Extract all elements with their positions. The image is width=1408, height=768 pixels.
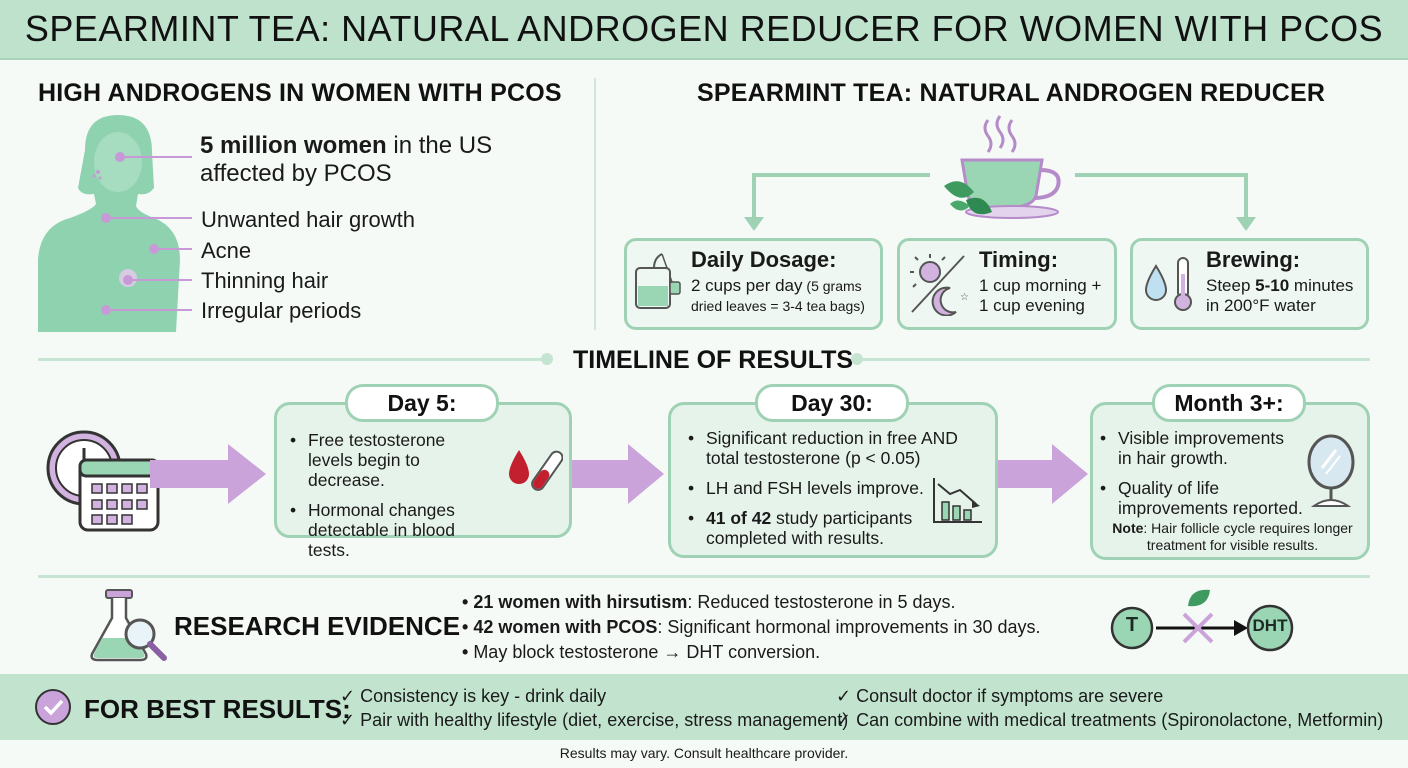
svg-text:☆: ☆	[960, 292, 969, 303]
symptom-connector-lines	[101, 152, 192, 315]
research-item-rest: : Significant hormonal improvements in 3…	[657, 617, 1041, 637]
tea-branch-arrows	[744, 173, 1256, 231]
brewing-text: Steep 5-10 minutes in 200°F water	[1206, 276, 1353, 316]
note-bold: Note	[1112, 520, 1144, 536]
list-item: Hormonal changes detectable in blood tes…	[290, 500, 490, 560]
lab-flask-magnifier-icon	[90, 589, 167, 662]
research-item-bold: 42 women with PCOS	[473, 617, 658, 637]
research-list: 21 women with hirsutism: Reduced testost…	[462, 590, 1041, 665]
page-title: SPEARMINT TEA: NATURAL ANDROGEN REDUCER …	[24, 8, 1384, 49]
research-heading: RESEARCH EVIDENCE	[174, 611, 461, 641]
stat-bold-text: 5 million women	[200, 132, 387, 159]
left-heading: HIGH ANDROGENS IN WOMEN WITH PCOS	[38, 79, 562, 107]
right-heading: SPEARMINT TEA: NATURAL ANDROGEN REDUCER	[697, 79, 1326, 107]
symptom-irregular-periods: Irregular periods	[201, 298, 362, 323]
dosage-line2: dried leaves = 3-4 tea bags)	[691, 298, 865, 314]
tea-cup-icon	[944, 115, 1061, 219]
footer-disclaimer: Results may vary. Consult healthcare pro…	[559, 745, 849, 761]
stat-rest-text: in the US	[386, 132, 493, 159]
timeline-dot-right	[851, 353, 863, 365]
dht-label: DHT	[1252, 616, 1288, 635]
timeline-dot-left	[541, 353, 553, 365]
research-item-rest: : Reduced testosterone in 5 days.	[687, 592, 956, 612]
research-item-bold: 21 women with hirsutism	[473, 592, 688, 612]
pcos-stat: 5 million women in the US affected by PC…	[200, 132, 492, 188]
brewing-line2: in 200°F water	[1206, 296, 1316, 315]
timing-title: Timing:	[979, 247, 1059, 272]
stage-day30-rest: study participants completed with result…	[706, 508, 913, 548]
dosage-title: Daily Dosage:	[691, 247, 837, 272]
t-to-dht-blocked-diagram	[1110, 589, 1294, 652]
list-item: Visible improvements in hair growth.	[1100, 428, 1300, 468]
best-item-consult: ✓ Consult doctor if symptoms are severe	[836, 686, 1164, 706]
best-results-heading: FOR BEST RESULTS:	[84, 694, 351, 724]
timeline-arrow-1	[150, 444, 266, 504]
list-item: Significant reduction in free AND total …	[688, 428, 988, 468]
list-item: Quality of life improvements reported.	[1100, 478, 1315, 518]
water-thermometer-icon	[1144, 257, 1192, 311]
timeline-arrow-2	[572, 444, 664, 504]
timeline-arrow-3	[996, 444, 1088, 504]
timing-line2: 1 cup evening	[979, 296, 1085, 315]
timing-line1: 1 cup morning +	[979, 276, 1102, 295]
stage-day30-label: Day 30:	[755, 384, 909, 422]
stage-day5-label: Day 5:	[345, 384, 499, 422]
brewing-line1-a: Steep	[1206, 276, 1256, 295]
symptom-hair-growth: Unwanted hair growth	[201, 207, 416, 232]
timeline-heading: TIMELINE OF RESULTS	[573, 346, 854, 374]
stage-month3-label: Month 3+:	[1152, 384, 1306, 422]
best-item-lifestyle: ✓ Pair with healthy lifestyle (diet, exe…	[340, 710, 849, 730]
blood-test-icon	[509, 450, 563, 491]
best-item-consistency: ✓ Consistency is key - drink daily	[340, 686, 607, 706]
dosage-line1-small: (5 grams	[802, 278, 862, 294]
list-item: LH and FSH levels improve.	[688, 478, 928, 498]
declining-chart-icon	[933, 478, 982, 523]
research-item: May block testosterone → DHT conversion.	[462, 640, 1041, 665]
stage-month3-note: Note: Hair follicle cycle requires longe…	[1100, 520, 1365, 554]
clock-calendar-icon	[46, 430, 160, 532]
research-item-rest: May block testosterone → DHT conversion.	[473, 642, 821, 662]
note-rest: : Hair follicle cycle requires longer tr…	[1143, 520, 1353, 553]
dosage-line1: 2 cups per day	[691, 276, 803, 295]
stage-day5-bullets: Free testosterone levels begin to decrea…	[290, 430, 490, 570]
title-bar: SPEARMINT TEA: NATURAL ANDROGEN REDUCER …	[0, 0, 1408, 60]
dosage-text: 2 cups per day (5 grams dried leaves = 3…	[691, 276, 865, 316]
sun-moon-icon: ☆	[910, 254, 969, 316]
timeline-rule-right	[858, 358, 1370, 361]
list-item: Free testosterone levels begin to decrea…	[290, 430, 490, 490]
stat-second-line: affected by PCOS	[200, 160, 392, 187]
tea-bag-icon	[635, 253, 681, 309]
brewing-title: Brewing:	[1206, 247, 1301, 272]
timing-text: 1 cup morning + 1 cup evening	[979, 276, 1101, 316]
stage-day30-bullets: Significant reduction in free AND total …	[688, 428, 988, 558]
timing-card	[897, 238, 1117, 330]
best-item-combine: ✓ Can combine with medical treatments (S…	[836, 710, 1384, 730]
timeline-rule-left	[38, 358, 546, 361]
research-item: 21 women with hirsutism: Reduced testost…	[462, 590, 1041, 615]
section-divider	[594, 78, 596, 330]
research-divider	[38, 575, 1370, 578]
woman-silhouette-icon	[38, 115, 180, 332]
symptom-acne: Acne	[201, 238, 252, 263]
symptom-thinning-hair: Thinning hair	[201, 268, 329, 293]
brewing-line1-c: minutes	[1289, 276, 1354, 295]
list-item: 41 of 42 study participants completed wi…	[688, 508, 938, 548]
check-circle-icon	[35, 689, 71, 725]
stage-day30-bold: 41 of 42	[706, 508, 772, 528]
research-item: 42 women with PCOS: Significant hormonal…	[462, 615, 1041, 640]
brewing-line1-bold: 5-10	[1255, 276, 1290, 295]
best-results-bar	[0, 674, 1408, 740]
brewing-card	[1130, 238, 1369, 330]
t-label: T	[1125, 614, 1139, 636]
mirror-icon	[1307, 434, 1355, 507]
stage-month3-bullets: Visible improvements in hair growth. Qua…	[1100, 428, 1320, 528]
